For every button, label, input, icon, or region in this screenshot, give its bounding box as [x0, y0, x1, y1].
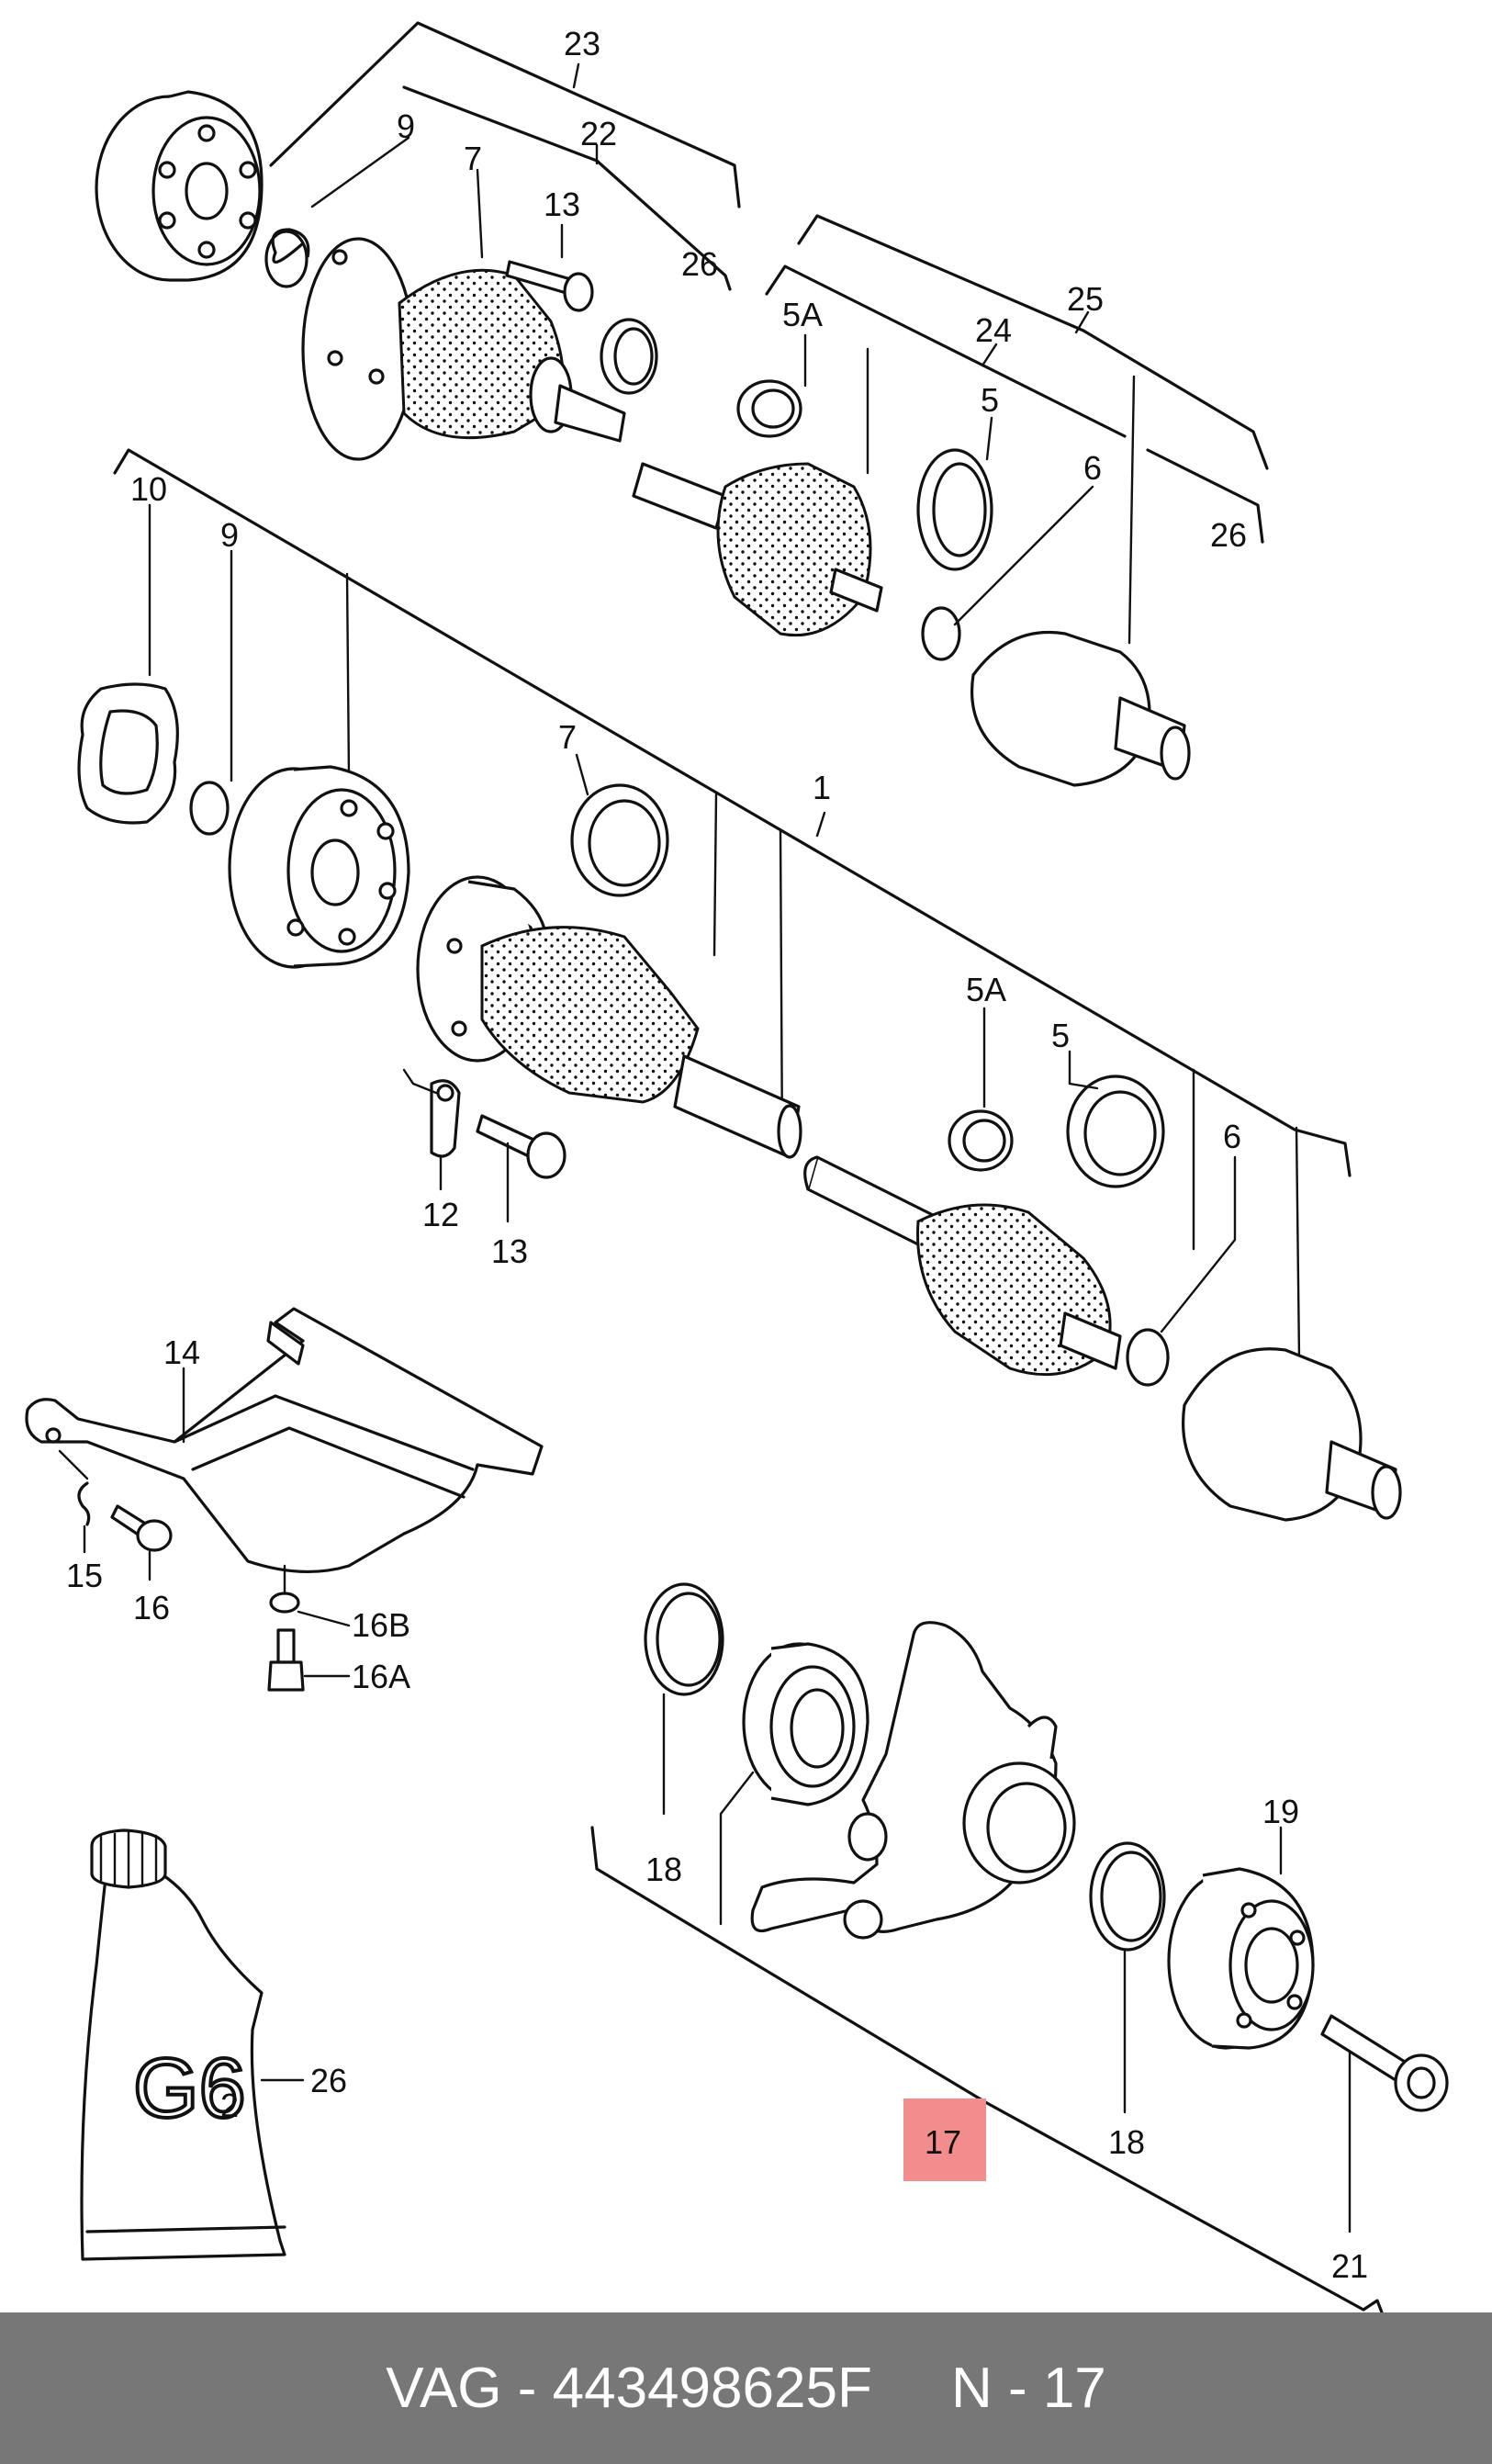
circlip-9-mid — [189, 781, 230, 836]
callout-26-right: 26 — [1210, 516, 1247, 554]
leader-6-top — [953, 485, 1094, 626]
bolt-16 — [110, 1504, 173, 1552]
bracket-1 — [113, 448, 1352, 1177]
flange-coupling-mid — [228, 765, 410, 969]
leader-cv2-mid — [1295, 1126, 1301, 1361]
leader-7-mid — [575, 753, 589, 796]
top-driveshaft-assembly: 23 9 7 22 13 26 5A 25 24 5 6 26 — [95, 21, 1269, 787]
callout-10: 10 — [130, 470, 167, 508]
footer-part-reference: VAG - 443498625F N - 17 — [386, 2357, 1106, 2420]
bracket-22 — [402, 85, 732, 291]
bolt-21 — [1320, 2014, 1449, 2112]
leader-9-top — [310, 136, 410, 208]
callout-5-top: 5 — [981, 381, 999, 419]
bracket-25 — [797, 214, 1269, 470]
leader-shaft-mid — [779, 829, 784, 1150]
callout-21: 21 — [1331, 2247, 1368, 2285]
bracket-26-right — [1146, 448, 1264, 544]
callout-5a-mid: 5A — [966, 971, 1006, 1008]
leader-7-top — [476, 168, 484, 259]
outer-boot-24 — [716, 462, 872, 637]
callout-9-mid: 9 — [220, 516, 239, 554]
leader-5-mid — [1068, 1050, 1099, 1090]
callout-17: 17 — [925, 2123, 961, 2161]
leader-25 — [1074, 310, 1090, 334]
callout-13-mid: 13 — [491, 1232, 528, 1270]
circlip-6-mid — [1126, 1328, 1170, 1387]
footer-bar: VAG - 443498625F N - 17 — [0, 2312, 1492, 2464]
callout-16a: 16A — [352, 1658, 410, 1695]
bolt-13-mid — [476, 1114, 567, 1179]
callout-22: 22 — [580, 115, 617, 152]
exploded-parts-diagram: 23 9 7 22 13 26 5A 25 24 5 6 26 — [25, 21, 1449, 2314]
circlip-18-left — [644, 1582, 724, 1696]
bracket-24 — [765, 264, 1127, 438]
callout-6-mid: 6 — [1223, 1118, 1241, 1155]
callout-16b: 16B — [352, 1606, 410, 1644]
circlip-18-right — [1089, 1841, 1166, 1952]
wheel-bearing — [742, 1642, 869, 1806]
callout-12: 12 — [422, 1196, 459, 1233]
outer-cv-joint-mid — [1182, 1347, 1402, 1522]
callout-19: 19 — [1262, 1793, 1299, 1830]
clamp-5-top — [916, 448, 993, 571]
callout-18-right: 18 — [1108, 2123, 1145, 2161]
leader-24 — [981, 343, 998, 367]
bracket-17 — [590, 1826, 1384, 2314]
flange-coupling-23 — [95, 90, 264, 282]
callout-26-tube: 26 — [310, 2062, 347, 2099]
wheel-hub-assembly: 18 19 18 21 17 — [590, 1582, 1449, 2314]
wheel-hub-19 — [1167, 1867, 1315, 2050]
bracket-12 — [430, 1079, 461, 1158]
circlip-6-top — [921, 606, 961, 661]
leader-23 — [572, 62, 580, 89]
callout-5a-top: 5A — [782, 296, 823, 333]
tube-label-sub: 2 — [220, 2087, 239, 2124]
callout-16: 16 — [133, 1589, 170, 1626]
callout-9-top: 9 — [397, 107, 415, 145]
leader-16b — [297, 1610, 351, 1627]
grease-tube-assembly: G6 2 26 — [80, 1828, 347, 2261]
callout-25: 25 — [1067, 280, 1104, 318]
callout-7-top: 7 — [464, 140, 482, 177]
leader-boot-mid — [712, 793, 718, 957]
middle-driveshaft-assembly: 10 9 7 1 5A 5 12 13 6 — [77, 448, 1402, 1522]
shaft-top — [632, 462, 727, 530]
washer-16b — [269, 1592, 300, 1614]
clamp-ring-top — [600, 318, 658, 395]
steering-knuckle — [750, 1621, 1076, 1940]
outer-cv-joint-top — [970, 630, 1191, 787]
bolt-16a — [267, 1628, 305, 1692]
callout-5-mid: 5 — [1051, 1017, 1070, 1054]
leader-25-down — [1127, 375, 1136, 645]
inner-joint-boot-22 — [301, 237, 626, 461]
leader-5-top — [985, 416, 993, 461]
highlight-17 — [903, 2098, 986, 2181]
callout-24: 24 — [975, 311, 1012, 349]
leader-1 — [815, 811, 826, 838]
leader-6-mid — [1160, 1155, 1237, 1333]
bolt-13-top — [505, 260, 594, 312]
grease-tube — [80, 1872, 286, 2261]
callout-14: 14 — [163, 1333, 200, 1371]
bracket-23 — [269, 21, 741, 208]
callout-15: 15 — [66, 1557, 103, 1594]
gasket-10 — [77, 682, 179, 825]
callout-7-mid: 7 — [558, 718, 577, 756]
callout-26-top: 26 — [681, 245, 718, 283]
callout-6-top: 6 — [1083, 449, 1102, 487]
callout-1: 1 — [813, 769, 831, 806]
inner-joint-boot-mid — [416, 875, 802, 1159]
callout-23: 23 — [564, 25, 600, 62]
clip-15 — [77, 1481, 91, 1526]
callout-13-top: 13 — [544, 186, 580, 223]
heat-shield-14 — [25, 1307, 544, 1574]
heat-shield-assembly: 14 15 16 16B 16A — [25, 1307, 544, 1695]
callout-18-left: 18 — [645, 1851, 682, 1888]
tube-label-main: G6 — [133, 2042, 246, 2135]
leader-flange-mid — [345, 572, 351, 778]
leader-bearing — [719, 1771, 755, 1926]
